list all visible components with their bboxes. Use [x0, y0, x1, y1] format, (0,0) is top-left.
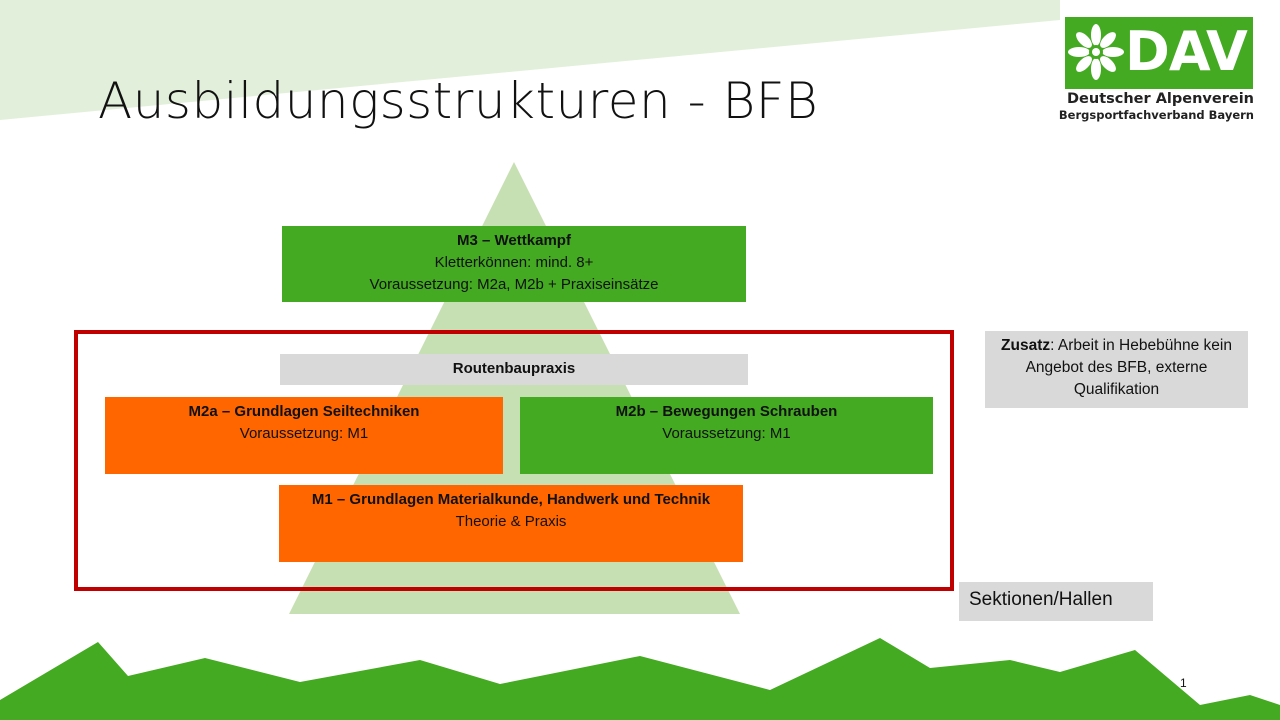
logo-line-1: Deutscher Alpenverein: [1067, 91, 1254, 107]
page-title: Ausbildungsstrukturen - BFB: [98, 72, 819, 130]
m2a-title: M2a – Grundlagen Seiltechniken: [188, 403, 420, 420]
routenbaupraxis-box: Routenbaupraxis: [280, 354, 748, 385]
mountain-silhouette: [0, 638, 1280, 720]
m1-title: M1 – Grundlagen Materialkunde, Handwerk …: [311, 491, 711, 508]
sektionen-label-box: Sektionen/Hallen: [959, 582, 1153, 621]
m3-line-1: Kletterkönnen: mind. 8+: [434, 254, 594, 271]
m1-line-1: Theorie & Praxis: [455, 513, 567, 530]
zusatz-note: Zusatz: Arbeit in Hebebühne kein Angebot…: [985, 331, 1248, 408]
edelweiss-icon: [1068, 24, 1124, 80]
dav-logo: DAV Deutscher Alpenverein Bergsportfachv…: [1058, 12, 1260, 122]
logo-wordmark: DAV: [1125, 20, 1248, 83]
logo-badge: DAV: [1065, 17, 1253, 89]
m2a-line-1: Voraussetzung: M1: [239, 425, 369, 442]
page-number: 1: [1180, 676, 1187, 690]
m1-box: M1 – Grundlagen Materialkunde, Handwerk …: [279, 485, 743, 562]
m3-line-2: Voraussetzung: M2a, M2b + Praxiseinsätze: [369, 276, 659, 293]
sektionen-label: Sektionen/Hallen: [969, 589, 1113, 610]
top-banner: [0, 0, 1060, 120]
zusatz-text: : Arbeit in Hebebühne kein Angebot des B…: [1025, 337, 1232, 398]
m3-title: M3 – Wettkampf: [457, 232, 571, 249]
zusatz-label: Zusatz: [1001, 337, 1051, 354]
m2b-title: M2b – Bewegungen Schrauben: [615, 403, 838, 420]
m2b-line-1: Voraussetzung: M1: [662, 425, 791, 442]
m2a-box: M2a – Grundlagen Seiltechniken Vorausset…: [105, 397, 503, 474]
m3-box: M3 – Wettkampf Kletterkönnen: mind. 8+ V…: [282, 226, 746, 302]
routenbaupraxis-label: Routenbaupraxis: [452, 360, 576, 377]
logo-line-2: Bergsportfachverband Bayern: [1058, 108, 1254, 122]
m2b-box: M2b – Bewegungen Schrauben Voraussetzung…: [520, 397, 933, 474]
sektionen-frame: [74, 330, 954, 591]
